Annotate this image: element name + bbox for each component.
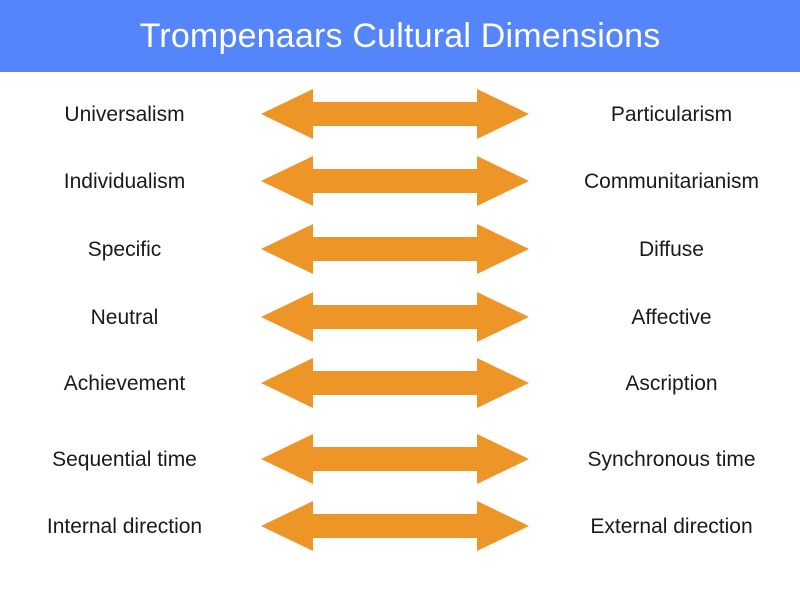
dimension-row-5: Achievement Ascription: [0, 354, 800, 412]
dimension-row-3: Specific Diffuse: [0, 220, 800, 278]
double-headed-arrow-icon: [261, 89, 529, 139]
dimension-left-label: Universalism: [64, 102, 185, 126]
dimension-right-label: Diffuse: [639, 237, 704, 261]
dimension-left-label: Sequential time: [52, 447, 197, 471]
dimension-arrow: [255, 499, 535, 553]
dimension-right-label: Particularism: [610, 102, 733, 126]
dimension-row-7: Internal direction External direction: [0, 497, 800, 555]
double-headed-arrow-icon: [261, 292, 529, 342]
dimension-arrow: [255, 290, 535, 344]
dimension-row-4: Neutral Affective: [0, 288, 800, 346]
dimension-right-label: Communitarianism: [583, 169, 760, 193]
dimension-left-label: Achievement: [63, 371, 186, 395]
dimension-arrow: [255, 87, 535, 141]
dimension-left-label: Internal direction: [46, 514, 203, 538]
title-banner: Trompenaars Cultural Dimensions: [0, 0, 800, 72]
dimension-arrow: [255, 432, 535, 486]
dimension-left-label: Individualism: [63, 169, 186, 193]
dimension-left-label: Specific: [87, 237, 162, 261]
dimensions-diagram: Universalism Particularism Individualism…: [0, 72, 800, 600]
dimension-right-label: External direction: [590, 514, 753, 538]
double-headed-arrow-icon: [261, 501, 529, 551]
dimension-row-6: Sequential time Synchronous time: [0, 430, 800, 488]
page-title: Trompenaars Cultural Dimensions: [139, 17, 661, 55]
dimension-right-label: Ascription: [625, 371, 718, 395]
dimension-arrow: [255, 222, 535, 276]
dimension-right-label: Affective: [631, 305, 712, 329]
dimension-left-label: Neutral: [90, 305, 159, 329]
double-headed-arrow-icon: [261, 434, 529, 484]
dimension-row-1: Universalism Particularism: [0, 85, 800, 143]
dimension-arrow: [255, 356, 535, 410]
dimension-arrow: [255, 154, 535, 208]
double-headed-arrow-icon: [261, 358, 529, 408]
double-headed-arrow-icon: [261, 224, 529, 274]
dimension-right-label: Synchronous time: [587, 447, 756, 471]
double-headed-arrow-icon: [261, 156, 529, 206]
dimension-row-2: Individualism Communitarianism: [0, 152, 800, 210]
